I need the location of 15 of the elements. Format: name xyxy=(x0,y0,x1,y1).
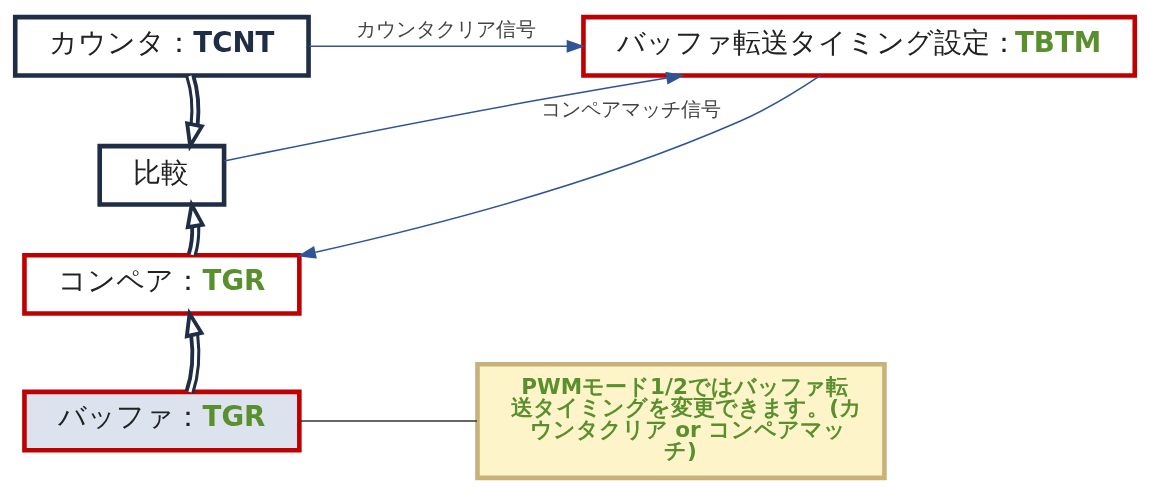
connector xyxy=(299,420,478,422)
edge-label: カウンタクリア信号 xyxy=(356,17,536,42)
node-box: カウンタ：TCNT xyxy=(12,14,311,78)
arrow xyxy=(308,39,586,53)
node-box: コンペア：TGR xyxy=(22,252,302,316)
node-box: PWMモード1/2ではバッファ転送タイミングを変更できます。(カウンタクリア or コンペアマッチ) xyxy=(475,361,887,481)
arrow xyxy=(184,307,205,394)
node-box: バッファ：TGR xyxy=(22,389,302,453)
edge-label: コンペアマッチ信号 xyxy=(541,97,722,122)
arrow xyxy=(223,71,685,162)
arrow xyxy=(184,74,205,152)
arrow xyxy=(185,198,206,257)
arrow xyxy=(297,74,821,259)
node-box: バッファ転送タイミング設定：TBTM xyxy=(581,14,1138,78)
node-box: 比較 xyxy=(97,143,227,207)
